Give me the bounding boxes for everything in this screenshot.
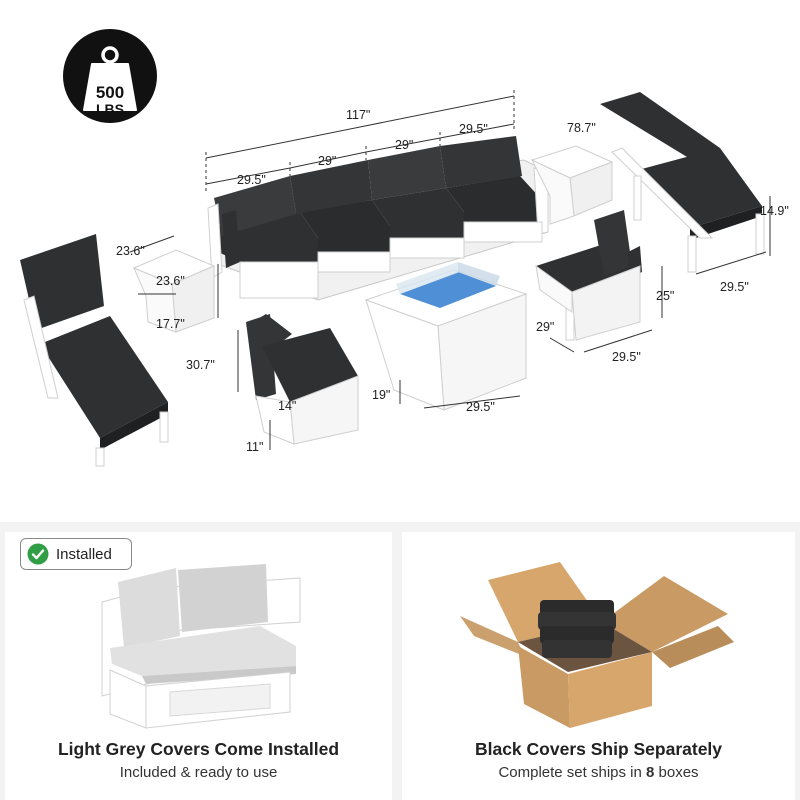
chaise-lounger-left — [20, 234, 169, 467]
side-table-right — [530, 145, 614, 225]
chair-right-dimension-lines — [549, 266, 663, 353]
lounger-right-dimension-lines — [695, 196, 771, 275]
lounger-right-height-label: 14.9" — [760, 204, 789, 218]
right-card-subtitle: Complete set ships in 8 boxes — [402, 764, 795, 781]
left-card-title: Light Grey Covers Come Installed — [57, 739, 340, 759]
chair-left-height-label: 30.7" — [186, 358, 215, 372]
chaise-lounger-right — [600, 92, 765, 273]
chair-left-seat-height-label: 14" — [278, 399, 297, 413]
right-card-title: Black Covers Ship Separately — [474, 739, 723, 759]
installed-label: Installed — [56, 546, 112, 563]
fire-table-height-label: 19" — [372, 388, 391, 402]
installed-badge: Installed — [20, 538, 132, 570]
furniture-set-illustration — [20, 90, 771, 467]
sofa-seat-2-label: 29" — [318, 154, 337, 168]
weight-capacity-badge: 500 LBS — [62, 28, 158, 124]
side-table-depth-label: 23.6" — [116, 244, 145, 258]
ship-separately-card — [402, 532, 795, 800]
weight-icon — [63, 29, 157, 123]
chair-right-height-label: 25" — [656, 289, 675, 303]
weight-number: 500 — [95, 83, 125, 102]
side-table-width-label: 23.6" — [156, 274, 185, 288]
check-circle-icon — [27, 543, 49, 565]
side-table-left — [132, 249, 216, 333]
shipping-box-image — [460, 562, 734, 728]
sectional-sofa — [207, 136, 549, 301]
fire-table-dimension-lines — [399, 380, 521, 409]
left-card-subtitle: Included & ready to use — [119, 764, 278, 781]
armless-chair-left — [246, 314, 359, 445]
chair-right-width-label: 29.5" — [612, 350, 641, 364]
side-table-height-label: 17.7" — [156, 317, 185, 331]
chair-left-dimension-lines — [237, 330, 271, 450]
grey-cushion-corner-chair-image — [101, 564, 301, 729]
sofa-seat-3-label: 29" — [395, 138, 414, 152]
chair-right-depth-label: 29" — [536, 320, 555, 334]
fire-pit-table — [364, 262, 528, 411]
fire-table-width-label: 29.5" — [466, 400, 495, 414]
chair-left-base-label: 11" — [246, 440, 264, 454]
box-count: 8 — [646, 764, 655, 781]
sofa-seat-1-label: 29.5" — [237, 173, 266, 187]
sofa-seat-4-label: 29.5" — [459, 122, 488, 136]
side-table-dimension-lines — [129, 235, 219, 318]
lounger-right-width-label: 29.5" — [720, 280, 749, 294]
sofa-total-length-label: 117" — [346, 108, 371, 122]
armless-chair-right — [535, 210, 642, 341]
right-card-subtitle-suffix: boxes — [654, 764, 699, 781]
right-card-subtitle-prefix: Complete set ships in — [498, 764, 647, 781]
sofa-dimension-lines — [205, 90, 515, 194]
lounger-right-length-label: 78.7" — [567, 121, 596, 135]
weight-unit: LBS — [96, 101, 124, 117]
